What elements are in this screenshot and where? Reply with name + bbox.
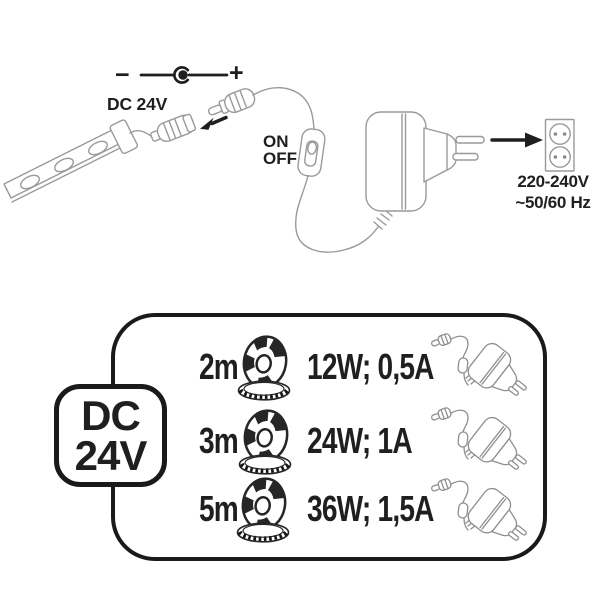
socket-icon	[544, 118, 575, 172]
mains-voltage-label: 220-240V	[517, 172, 589, 191]
polarity-plus-label: +	[229, 59, 244, 87]
switch-on-label: ON	[263, 132, 289, 151]
dc24v-badge: DC 24V	[54, 384, 167, 487]
mains-rating-label: 220-240V ~50/60 Hz	[494, 172, 600, 213]
badge-line2: 24V	[74, 431, 148, 479]
mini-power-adapter-icon	[431, 478, 527, 541]
polarity-minus-label: −	[115, 61, 130, 89]
connection-diagram-art	[3, 66, 575, 253]
mini-dc-plug-icon	[431, 333, 452, 347]
socket-arrow-icon	[490, 132, 543, 148]
led-reel-icon	[237, 335, 291, 401]
strip-length-label: 3m	[198, 420, 239, 461]
cable-segment	[294, 175, 379, 253]
strain-relief	[373, 205, 396, 230]
inline-switch-icon	[297, 128, 326, 177]
mains-frequency-label: ~50/60 Hz	[515, 192, 591, 212]
switch-off-label: OFF	[263, 149, 297, 168]
cable-segment	[252, 87, 315, 129]
led-reel-icon	[238, 409, 292, 475]
polarity-symbol-icon	[139, 66, 229, 84]
mini-power-adapter-icon	[431, 333, 527, 396]
power-rating-label: 36W; 1,5A	[307, 488, 434, 529]
connect-arrow-icon	[200, 115, 228, 130]
mini-power-adapter-icon	[431, 407, 527, 470]
led-reel-icon	[236, 477, 290, 543]
switch-label: ON OFF	[263, 133, 297, 167]
strip-length-label: 5m	[198, 488, 239, 529]
strip-length-label: 2m	[198, 346, 239, 387]
power-rating-label: 12W; 0,5A	[307, 346, 434, 387]
led-strip-icon	[3, 119, 152, 203]
power-rating-label: 24W; 1A	[307, 420, 413, 461]
dc-plug-male-icon	[207, 88, 256, 116]
dc-voltage-label: DC 24V	[107, 94, 168, 114]
dc-jack-female-icon	[150, 113, 197, 143]
badge-line1: DC	[81, 391, 141, 439]
power-adapter-icon	[365, 111, 485, 212]
